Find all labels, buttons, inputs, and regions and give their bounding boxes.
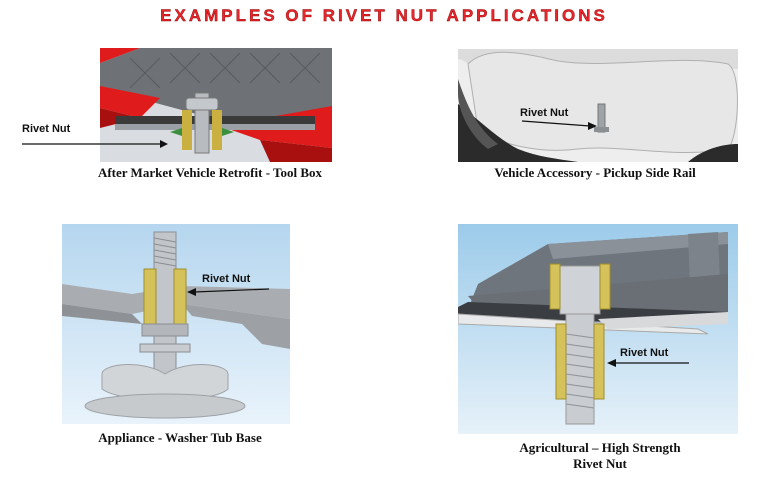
rivet-nut-label-3: Rivet Nut: [202, 273, 251, 285]
rivet-nut-label-2: Rivet Nut: [520, 107, 569, 119]
agricultural-caption: Agricultural – High Strength Rivet Nut: [420, 440, 768, 472]
rivet-nut-arrow-3: [187, 288, 270, 296]
agricultural-caption-line1: Agricultural – High Strength: [519, 440, 681, 455]
toolbox-caption: After Market Vehicle Retrofit - Tool Box: [97, 165, 323, 180]
side-rail-caption: Vehicle Accessory - Pickup Side Rail: [494, 165, 696, 180]
washer-tub-caption: Appliance - Washer Tub Base: [98, 430, 262, 445]
page-title: EXAMPLES OF RIVET NUT APPLICATIONS: [160, 6, 608, 25]
rivet-nut-arrow-1: [22, 140, 168, 148]
agricultural-illustration: [458, 224, 738, 434]
rivet-nut-label-1: Rivet Nut: [22, 123, 71, 135]
rivet-nut-arrow-4: [607, 359, 689, 367]
agricultural-caption-line2: Rivet Nut: [573, 456, 627, 471]
rivet-nut-arrow-2: [521, 120, 597, 130]
washer-tub-illustration: [62, 224, 290, 424]
toolbox-illustration: [100, 48, 332, 162]
rivet-nut-label-4: Rivet Nut: [620, 347, 669, 359]
side-rail-illustration: [458, 49, 738, 162]
